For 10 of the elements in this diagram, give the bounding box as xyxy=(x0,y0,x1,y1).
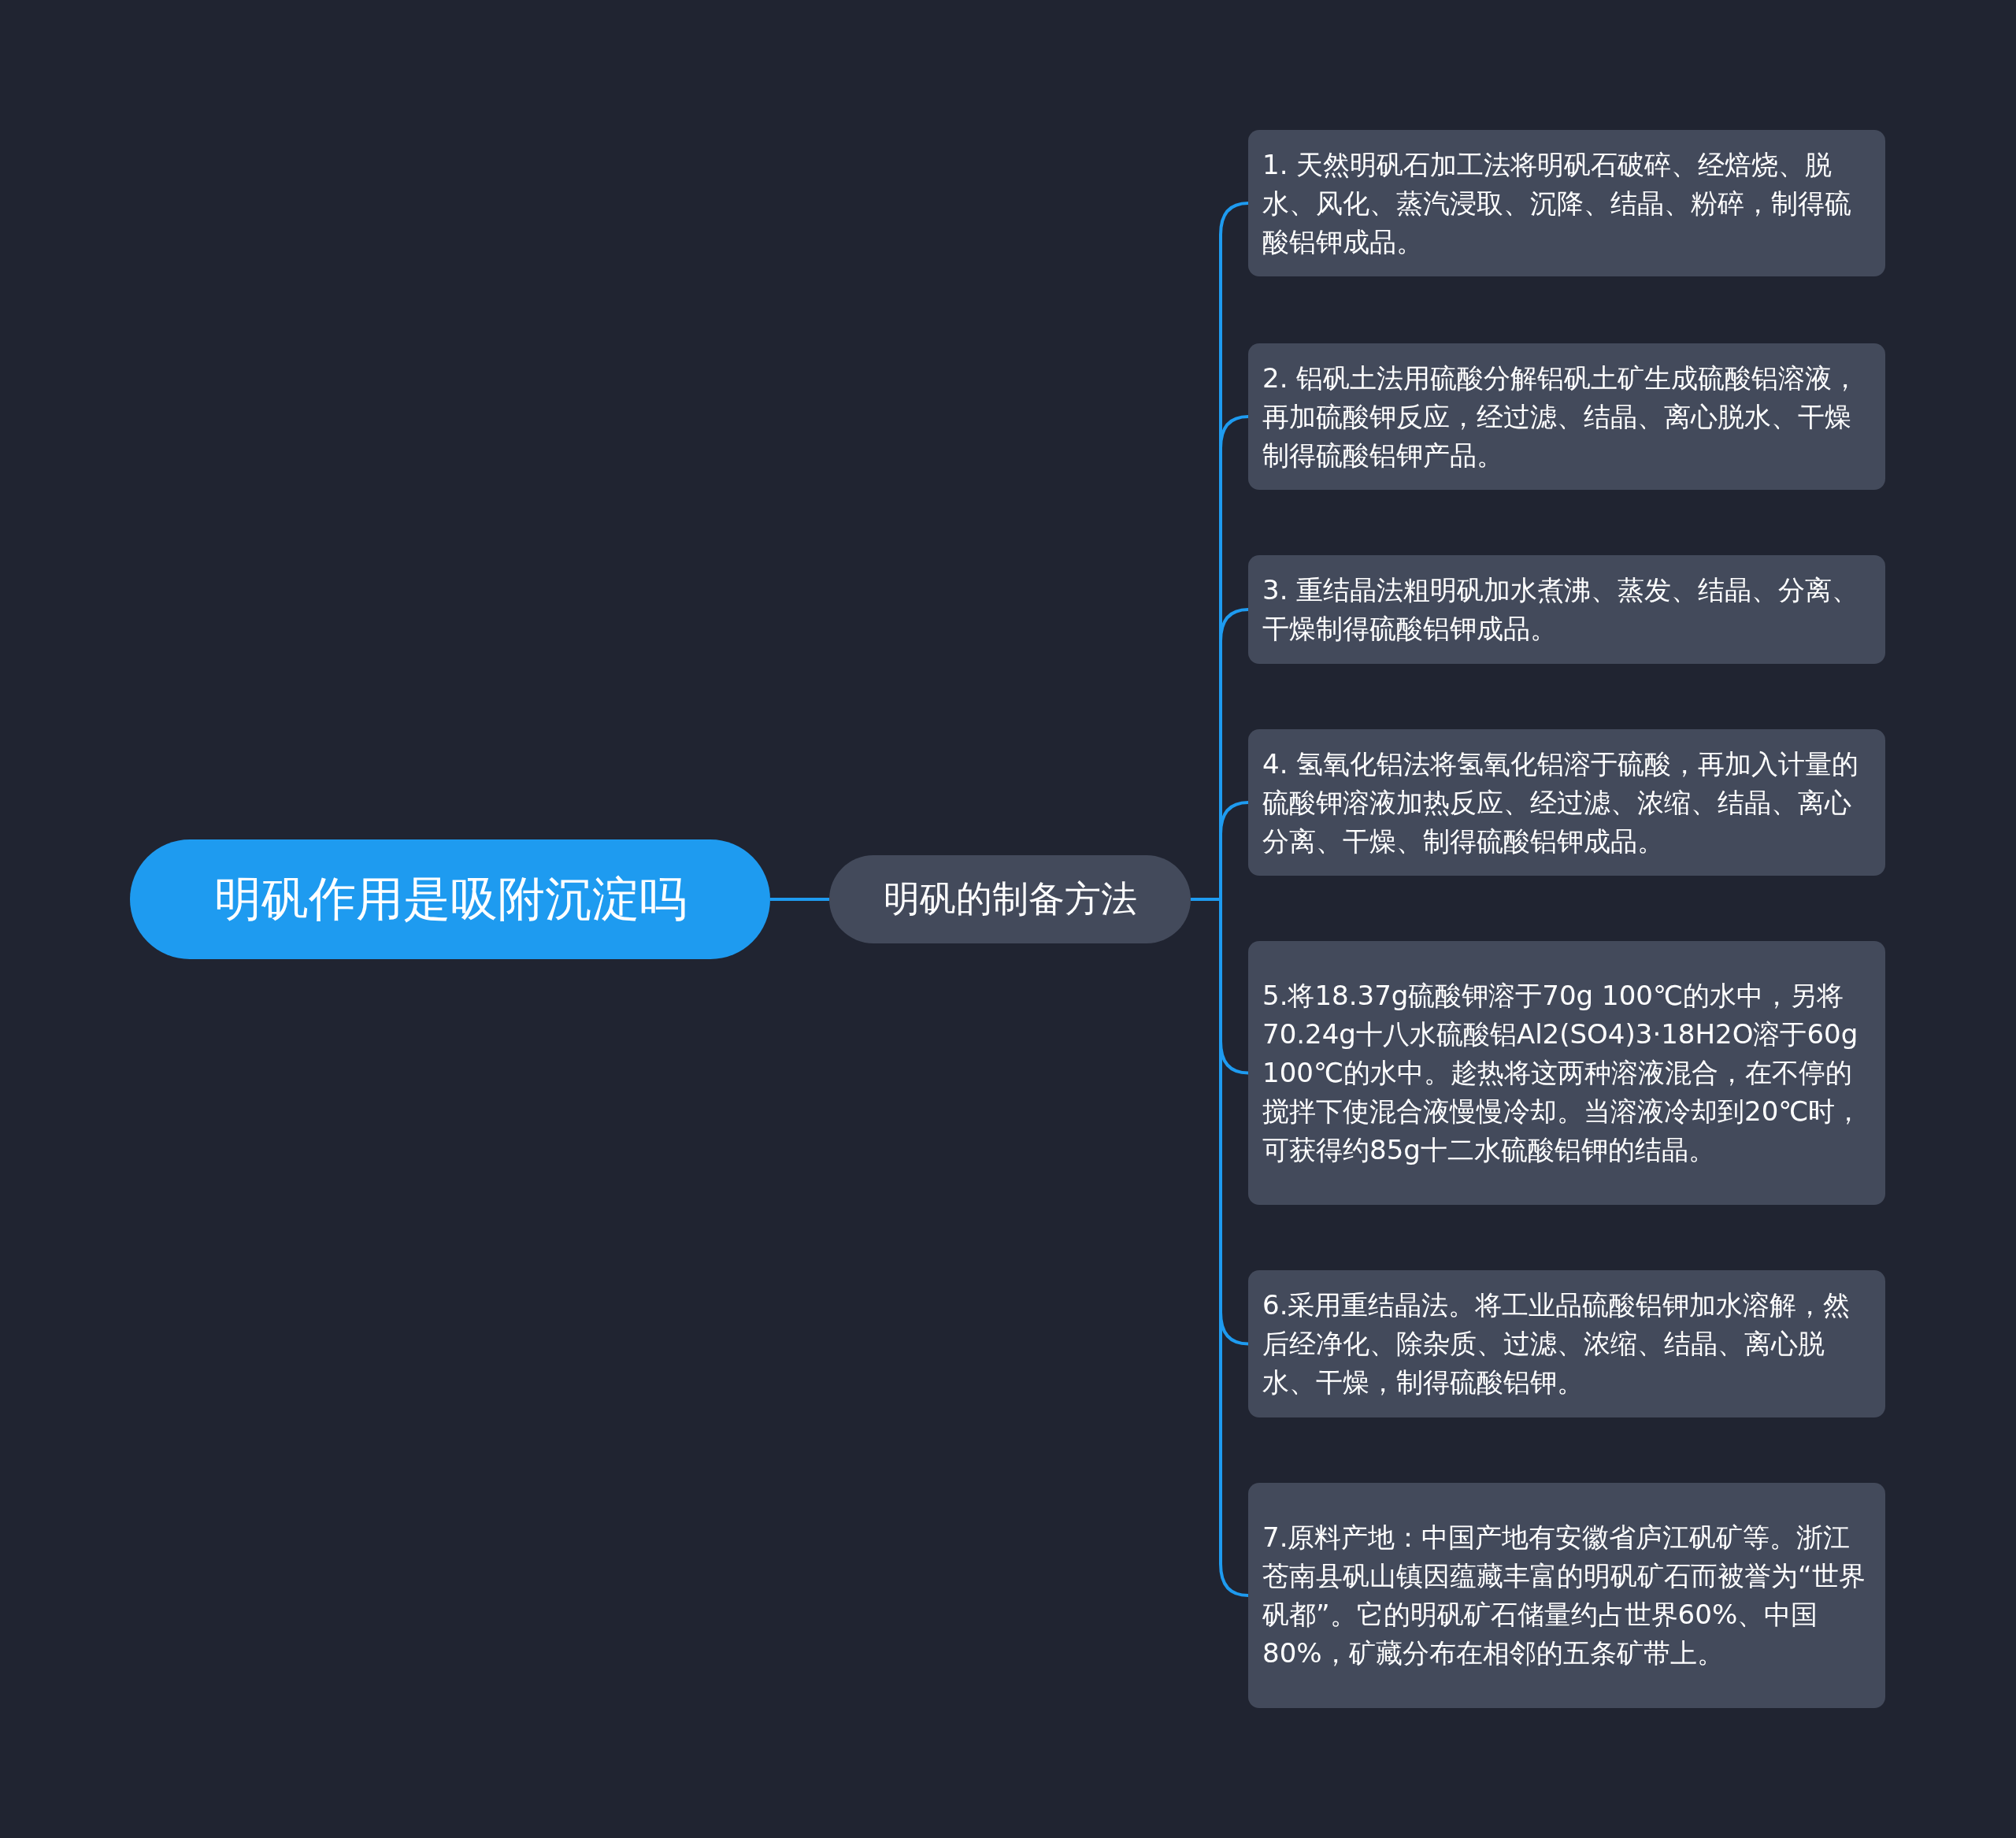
subtopic-pill: 明矾的制备方法 xyxy=(829,855,1191,943)
topic-pill: 明矾作用是吸附沉淀吗 xyxy=(130,839,770,959)
text-card: 2. 铝矾土法用硫酸分解铝矾土矿生成硫酸铝溶液，再加硫酸钾反应，经过滤、结晶、离心脱水、干燥制得硫酸铝钾产品。 xyxy=(1248,343,1885,490)
text-card: 1. 天然明矾石加工法将明矾石破碎、经焙烧、脱水、风化、蒸汽浸取、沉降、结晶、粉碎，制得硫酸铝钾成品。 xyxy=(1248,130,1885,276)
text-card: 7.原料产地：中国产地有安徽省庐江矾矿等。浙江苍南县矾山镇因蕴藏丰富的明矾矿石而被誉为“世界矾都”。它的明矾矿石储量约占世界60%、中国80%，矿藏分布在相邻的五条矿带上。 xyxy=(1248,1483,1885,1708)
text-card: 6.采用重结晶法。将工业品硫酸铝钾加水溶解，然后经净化、除杂质、过滤、浓缩、结晶、离心脱水、干燥，制得硫酸铝钾。 xyxy=(1248,1270,1885,1417)
text-card: 3. 重结晶法粗明矾加水煮沸、蒸发、结晶、分离、干燥制得硫酸铝钾成品。 xyxy=(1248,555,1885,664)
text-card: 4. 氢氧化铝法将氢氧化铝溶于硫酸，再加入计量的硫酸钾溶液加热反应、经过滤、浓缩、结晶、离心分离、干燥、制得硫酸铝钾成品。 xyxy=(1248,729,1885,876)
connector-line xyxy=(770,898,829,901)
text-card: 5.将18.37g硫酸钾溶于70g 100℃的水中，另将70.24g十八水硫酸铝Al2(SO4)3·18H2O溶于60g 100℃的水中。趁热将这两种溶液混合，在不停的搅拌下使混合液慢慢冷却。当溶液冷却到20℃时，可获得约85g十二水硫酸铝钾的结晶。 xyxy=(1248,941,1885,1205)
